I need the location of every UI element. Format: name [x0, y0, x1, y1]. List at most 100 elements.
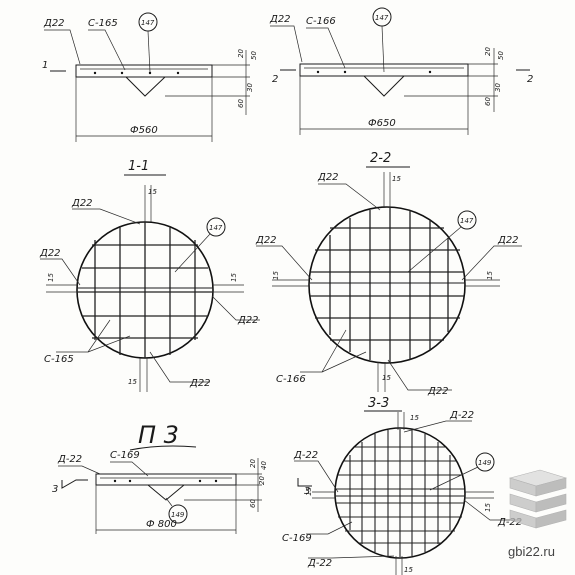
rebar-mesh-1-1	[78, 222, 212, 358]
label-d22-2-2-bottom: Д22	[427, 386, 449, 397]
section-mark-2-left: 2	[272, 74, 278, 85]
leader	[72, 208, 141, 225]
leader	[270, 25, 303, 63]
leader-c165-a	[88, 29, 126, 71]
label-c169-top: С-169	[110, 450, 140, 461]
leader	[165, 497, 173, 507]
leader	[256, 245, 313, 281]
leader	[306, 27, 346, 69]
leader	[294, 460, 339, 493]
dim-20-p3: 20	[249, 459, 257, 468]
rebar-dot	[198, 479, 202, 483]
section-title-3-3: 3-3	[368, 396, 389, 411]
leader-d22-a	[44, 29, 81, 65]
label-d22-1-1-right: Д22	[237, 315, 259, 326]
leader	[403, 420, 472, 433]
section-title-1-1: 1-1	[128, 159, 149, 174]
rebar-dot	[214, 479, 218, 483]
dim-15-2-2-left: 15	[272, 271, 280, 280]
dim-20-a: 20	[237, 49, 245, 58]
dim-15-1-1-bottom: 15	[128, 378, 137, 386]
label-d22-top-right: Д22	[269, 14, 291, 25]
leader	[87, 335, 131, 353]
dim-15-1-1-top: 15	[148, 188, 157, 196]
callout-circle-149-b	[475, 452, 495, 472]
section-mark-2-right: 2	[527, 74, 533, 85]
leader	[407, 226, 462, 273]
slab-outline-2-2	[308, 206, 466, 364]
rebar-dot	[428, 70, 432, 74]
label-c166-plan: С-166	[276, 374, 306, 385]
rebar-dot	[148, 71, 152, 75]
slab-body-b	[299, 63, 469, 77]
leader	[306, 521, 353, 535]
rebar-mesh-3-3	[336, 429, 464, 557]
dim-30-b: 30	[494, 83, 502, 92]
label-d22-3-3-right: Д-22	[497, 517, 522, 528]
leader	[321, 351, 367, 373]
callout-147-c: 147	[209, 224, 223, 232]
label-d22-3-3-bottom: Д-22	[307, 558, 332, 569]
callout-circle-149-a	[168, 504, 188, 524]
leader	[56, 319, 111, 353]
label-c166-top: С-166	[306, 16, 336, 27]
plan-1-1: 1-1 Д22 15 147 Д22 15 15 Д2	[39, 159, 260, 392]
dim-15-2-2-top: 15	[392, 175, 401, 183]
slab-handle-notch-a	[125, 76, 166, 97]
slab-body-a	[75, 64, 213, 78]
dim-diameter-560: Ф560	[130, 125, 158, 136]
rebar-dot	[316, 70, 320, 74]
slab-handle-notch-b	[363, 75, 405, 97]
label-d22-1-1-left: Д22	[39, 248, 61, 259]
leader	[300, 329, 347, 373]
section-mark-3-left: 3	[52, 484, 58, 495]
title-underline	[129, 445, 197, 451]
dim-15-3-3-right: 15	[484, 503, 492, 512]
callout-circle-147-d	[457, 210, 477, 230]
callout-147-a: 147	[141, 19, 155, 27]
dim-60-p3: 60	[249, 499, 257, 508]
callout-147-b: 147	[375, 14, 389, 22]
rebar-dot	[120, 71, 124, 75]
slab-section-p3: П 3 Д-22 С-169 149 3 20 40 20 60 Ф 800	[52, 421, 268, 534]
label-d22-1-1-bottom: Д22	[189, 378, 211, 389]
label-d22-2-2-left: Д22	[255, 235, 277, 246]
leader	[387, 359, 452, 391]
section-line	[297, 478, 312, 487]
slab-outline-3-3	[334, 427, 466, 559]
rebar-dot	[343, 70, 347, 74]
leader	[318, 183, 381, 211]
dim-40-p3: 40	[260, 461, 268, 470]
dim-15-1-1-left: 15	[47, 273, 55, 282]
leader	[211, 295, 260, 321]
callout-149-a: 149	[171, 511, 185, 519]
dim-50-a: 50	[250, 51, 258, 60]
label-d22-p3: Д-22	[57, 454, 82, 465]
dim-20-b: 20	[484, 47, 492, 56]
dim-15-1-1-right: 15	[230, 273, 238, 282]
leader	[174, 233, 211, 273]
leader	[429, 466, 479, 491]
rebar-dot	[128, 479, 132, 483]
section-mark-3-inner: 3	[304, 486, 310, 497]
dim-15-3-3-left: 15	[305, 487, 313, 496]
product-title-p3: П 3	[138, 421, 179, 449]
label-d22-top-left: Д22	[43, 18, 65, 29]
label-d22-3-3-top: Д-22	[449, 410, 474, 421]
watermark-text: gbi22.ru	[508, 544, 555, 559]
callout-149-b: 149	[478, 459, 492, 467]
dim-50-b: 50	[497, 51, 505, 60]
leader	[40, 258, 81, 286]
dim-60-a: 60	[237, 99, 245, 108]
label-d22-2-2-top: Д22	[317, 172, 339, 183]
section-title-2-2: 2-2	[370, 151, 391, 166]
label-d22-3-3-left: Д-22	[293, 450, 318, 461]
dim-15-3-3-top: 15	[410, 414, 419, 422]
slab-section-2: Д22 С-166 147 2 2 20 50 30 60 Ф650	[269, 7, 533, 135]
callout-circle-147-c	[206, 217, 226, 237]
leader	[308, 555, 395, 559]
label-d22-2-2-right: Д22	[497, 235, 519, 246]
rebar-dot	[176, 71, 180, 75]
